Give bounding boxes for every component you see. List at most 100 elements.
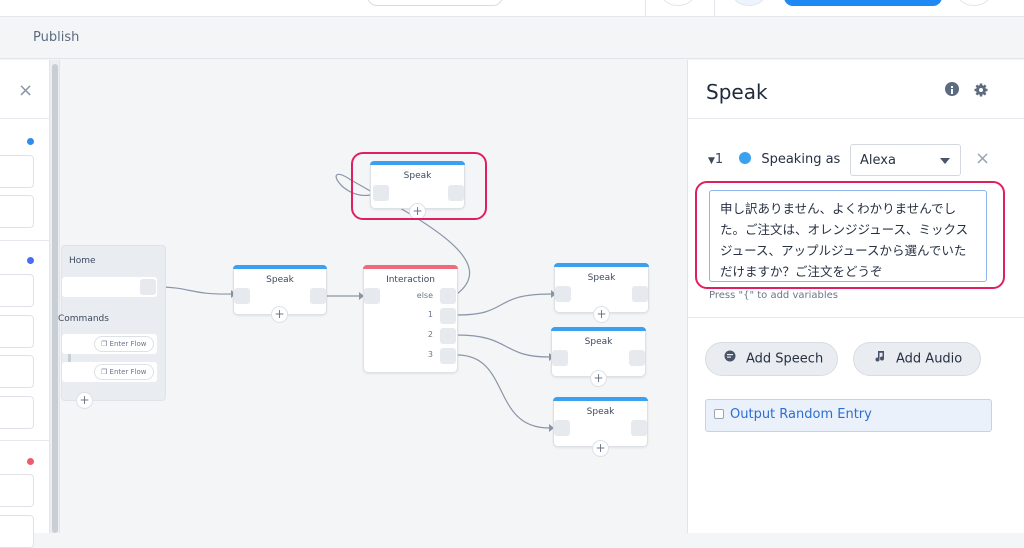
input-port[interactable]	[234, 288, 250, 304]
status-dot	[27, 138, 34, 145]
collapse-caret-icon[interactable]: ▼	[708, 156, 715, 166]
info-icon[interactable]	[945, 82, 959, 96]
output-port[interactable]	[448, 185, 464, 201]
sidebar-field[interactable]	[0, 515, 34, 548]
input-port[interactable]	[554, 420, 570, 436]
node-title: Speak	[403, 171, 432, 181]
output-port[interactable]	[140, 279, 156, 295]
speak-node[interactable]: Speak +	[553, 397, 648, 457]
connection-line	[156, 286, 232, 295]
highlight-box	[351, 152, 487, 220]
add-speech-button[interactable]: Add Speech	[705, 342, 838, 376]
toolbar-divider	[714, 0, 715, 17]
toolbar-circle-button[interactable]	[662, 0, 694, 6]
home-row	[62, 277, 157, 297]
divider	[688, 317, 1024, 318]
highlight-box	[695, 181, 1005, 289]
close-icon[interactable]: ×	[18, 80, 34, 101]
sidebar-scrollbar[interactable]	[50, 60, 60, 533]
view-toggle[interactable]	[367, 0, 503, 6]
node-title: Speak	[587, 273, 616, 283]
input-port[interactable]	[364, 288, 380, 304]
avatar[interactable]	[733, 0, 765, 6]
speak-editor-panel: Speak ▼1 Speaking as Alexa × 申し訳ありません、よく…	[687, 60, 1024, 533]
primary-action-button[interactable]	[784, 0, 942, 6]
voice-selected-value: Alexa	[860, 153, 896, 168]
input-port[interactable]	[555, 286, 571, 302]
toolbar-divider	[645, 0, 646, 17]
add-step-button[interactable]: +	[590, 370, 607, 387]
speech-text-input[interactable]: 申し訳ありません、よくわかりませんでした。ご注文は、オレンジジュース、ミックスジ…	[709, 190, 987, 282]
interaction-node[interactable]: Interaction else 1 2 3	[363, 265, 458, 373]
enter-flow-button[interactable]: ❐ Enter Flow	[94, 364, 154, 380]
output-port[interactable]	[310, 288, 326, 304]
left-sidebar: ×	[0, 60, 50, 548]
node-title: Speak	[266, 275, 294, 285]
flow-canvas[interactable]: Home Commands ❐ Enter Flow ❐ Enter Flow …	[58, 60, 687, 533]
voice-select[interactable]: Alexa	[850, 144, 961, 176]
home-block[interactable]: Home Commands ❐ Enter Flow ❐ Enter Flow …	[58, 245, 166, 409]
home-title: Home	[69, 256, 96, 266]
speak-node[interactable]: Speak +	[370, 161, 465, 220]
output-port-2[interactable]	[440, 328, 456, 344]
output-port-else[interactable]	[440, 288, 456, 304]
sidebar-field[interactable]	[0, 155, 34, 188]
node-title: Speak	[584, 337, 613, 347]
divider	[0, 118, 50, 119]
add-step-button[interactable]: +	[592, 440, 609, 457]
music-note-icon	[874, 343, 886, 375]
flow-icon: ❐	[101, 340, 110, 348]
speech-entry-header: ▼1 Speaking as	[708, 152, 840, 167]
output-random-entry-toggle[interactable]: Output Random Entry	[705, 399, 992, 432]
sub-toolbar: Publish	[0, 17, 1024, 59]
sidebar-field[interactable]	[0, 274, 34, 307]
input-port[interactable]	[552, 350, 568, 366]
arrowhead	[551, 290, 556, 298]
output-port[interactable]	[632, 286, 648, 302]
output-port[interactable]	[631, 420, 647, 436]
scrollbar-thumb[interactable]	[52, 64, 58, 533]
node-color-bar	[551, 327, 646, 331]
sidebar-field[interactable]	[0, 355, 34, 388]
sidebar-field[interactable]	[0, 315, 34, 348]
connection-line	[456, 354, 550, 429]
sidebar-field[interactable]	[0, 474, 34, 507]
speech-bubble-icon	[724, 343, 736, 375]
sidebar-field[interactable]	[0, 396, 34, 429]
toolbar-circle-button[interactable]	[958, 0, 990, 6]
node-color-bar	[554, 263, 649, 267]
node-color-bar	[553, 397, 648, 401]
input-port[interactable]	[373, 185, 389, 201]
status-dot	[27, 458, 34, 465]
node-title: Interaction	[386, 275, 435, 285]
connection-line	[456, 334, 550, 358]
close-icon[interactable]: ×	[975, 148, 991, 169]
speak-node[interactable]: Speak +	[551, 327, 646, 387]
add-step-button[interactable]: +	[76, 392, 93, 409]
enter-flow-button[interactable]: ❐ Enter Flow	[94, 336, 154, 352]
connection-line	[456, 293, 552, 316]
node-color-bar	[370, 161, 465, 165]
output-port[interactable]	[629, 350, 645, 366]
drag-handle[interactable]	[68, 346, 71, 362]
checkbox[interactable]	[714, 409, 724, 419]
output-port-3[interactable]	[440, 348, 456, 364]
add-audio-button[interactable]: Add Audio	[853, 342, 981, 376]
speak-node[interactable]: Speak +	[233, 265, 327, 323]
entry-index: 1	[714, 152, 724, 167]
add-step-button[interactable]: +	[593, 306, 610, 323]
sidebar-field[interactable]	[0, 195, 34, 228]
gear-icon[interactable]	[974, 82, 988, 97]
node-color-bar	[233, 265, 327, 269]
output-label-1: 1	[427, 310, 433, 319]
speak-node[interactable]: Speak +	[554, 263, 649, 323]
publish-tab[interactable]: Publish	[33, 30, 80, 45]
speaking-as-label: Speaking as	[761, 152, 841, 167]
node-color-bar	[363, 265, 458, 269]
speech-bubble-icon	[739, 152, 752, 164]
arrowhead	[359, 292, 364, 300]
add-step-button[interactable]: +	[271, 306, 288, 323]
status-dot	[27, 257, 34, 264]
output-port-1[interactable]	[440, 308, 456, 324]
output-label-3: 3	[427, 350, 433, 359]
